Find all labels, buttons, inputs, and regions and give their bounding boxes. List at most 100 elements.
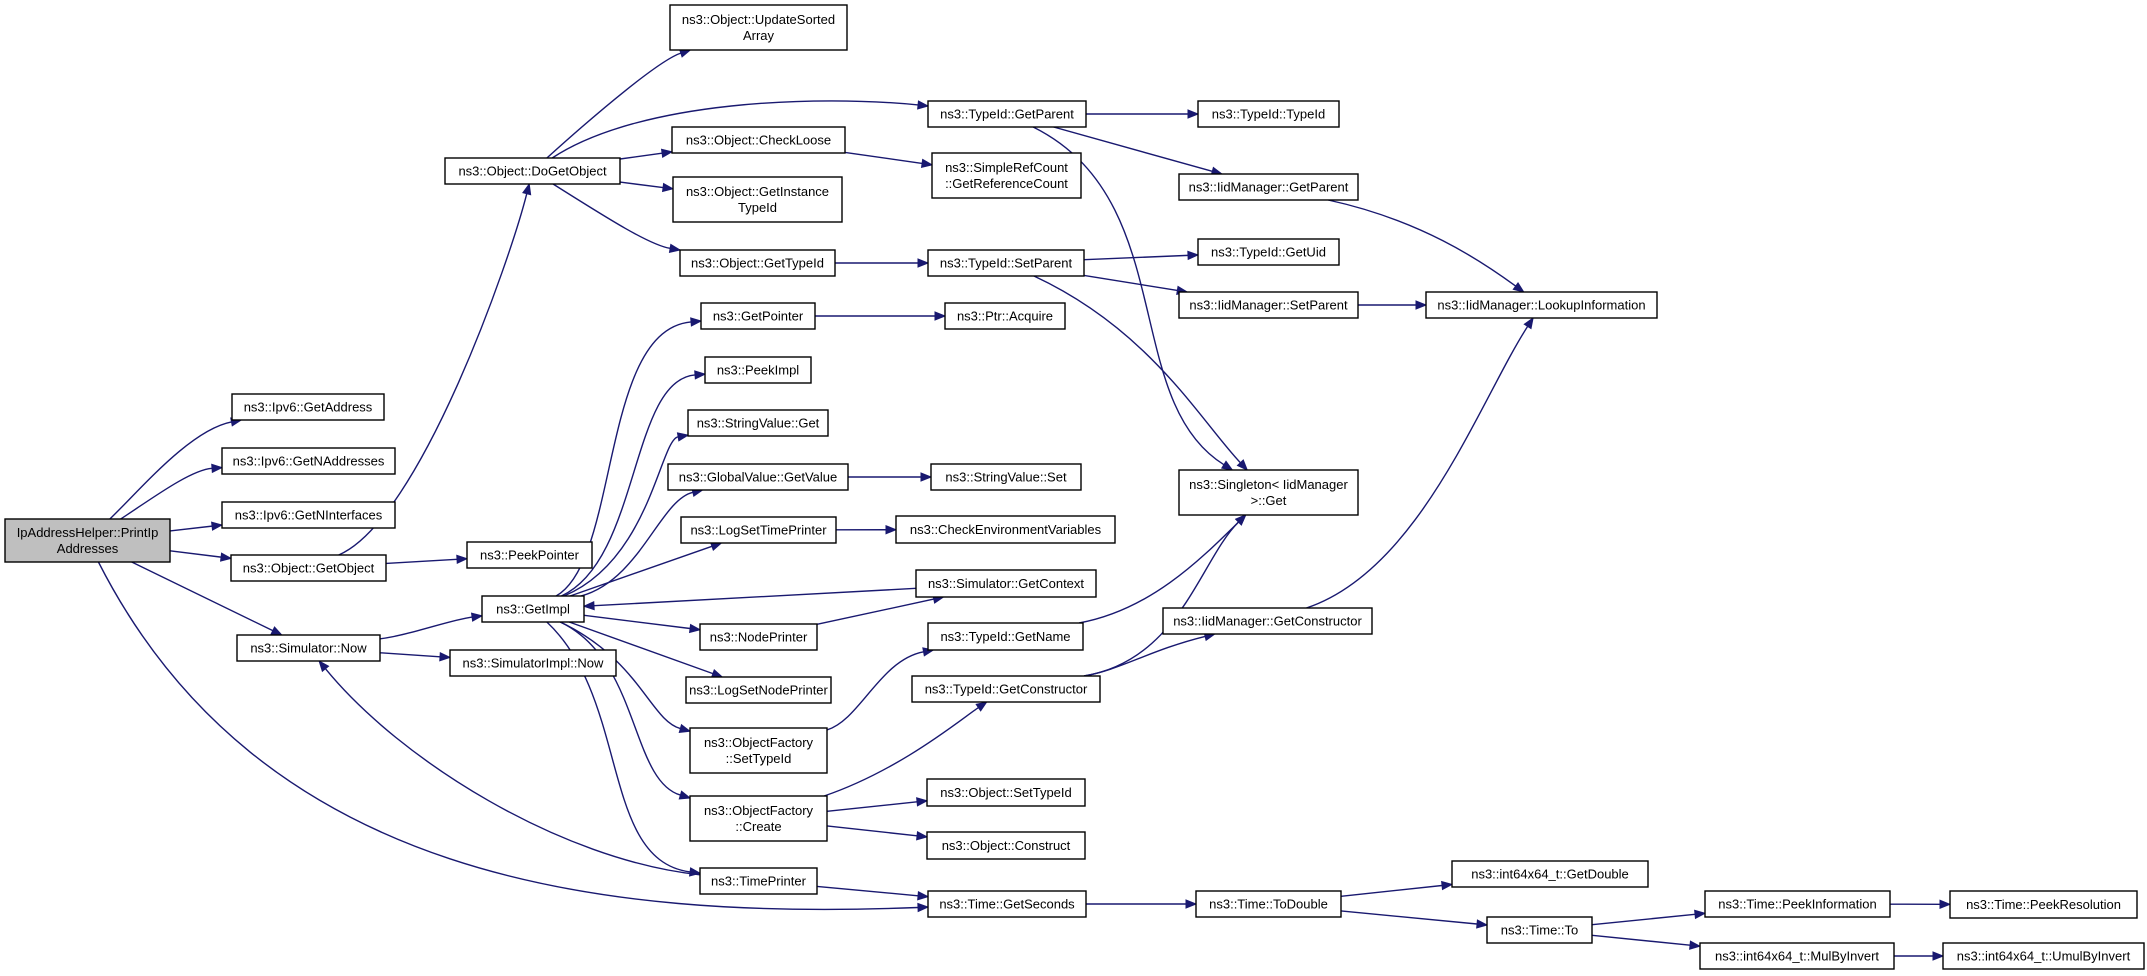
node-box[interactable] [1162, 607, 1373, 635]
node-srcgetref[interactable]: ns3::SimpleRefCount::GetReferenceCount [931, 152, 1082, 199]
node-box[interactable] [444, 157, 621, 185]
node-box[interactable] [680, 516, 837, 544]
node-timegetsec[interactable]: ns3::Time::GetSeconds [927, 890, 1087, 918]
node-tidtypeid[interactable]: ns3::TypeId::TypeId [1197, 100, 1340, 128]
node-box[interactable] [1704, 890, 1891, 918]
node-box[interactable] [1178, 469, 1359, 516]
node-box[interactable] [1178, 291, 1359, 319]
node-box[interactable] [704, 356, 812, 384]
node-checkenv[interactable]: ns3::CheckEnvironmentVariables [895, 515, 1116, 544]
node-dogetobject[interactable]: ns3::Object::DoGetObject [444, 157, 621, 185]
node-box[interactable] [927, 249, 1085, 277]
node-box[interactable] [1699, 942, 1895, 970]
node-box[interactable] [927, 622, 1084, 651]
node-box[interactable] [231, 393, 385, 421]
node-box[interactable] [687, 409, 829, 437]
node-i64getdouble[interactable]: ns3::int64x64_t::GetDouble [1451, 860, 1649, 888]
node-peekinfo[interactable]: ns3::Time::PeekInformation [1704, 890, 1891, 918]
node-box[interactable] [221, 447, 396, 475]
node-getimpl[interactable]: ns3::GetImpl [481, 595, 585, 623]
node-box[interactable] [1949, 890, 2138, 919]
node-box[interactable] [1942, 942, 2145, 970]
node-box[interactable] [685, 676, 832, 704]
node-getnaddr[interactable]: ns3::Ipv6::GetNAddresses [221, 447, 396, 475]
node-tidsetparent[interactable]: ns3::TypeId::SetParent [927, 249, 1085, 277]
node-box[interactable] [671, 126, 846, 154]
node-box[interactable] [1451, 860, 1649, 888]
node-box[interactable] [466, 541, 593, 569]
node-checkloose[interactable]: ns3::Object::CheckLoose [671, 126, 846, 154]
node-box[interactable] [679, 249, 836, 277]
node-strvalset[interactable]: ns3::StringValue::Set [930, 463, 1082, 491]
node-logsettime[interactable]: ns3::LogSetTimePrinter [680, 516, 837, 544]
node-box[interactable] [481, 595, 585, 623]
node-logsetnode[interactable]: ns3::LogSetNodePrinter [685, 676, 832, 704]
node-iidlookup[interactable]: ns3::IidManager::LookupInformation [1425, 291, 1658, 319]
node-i64umulbyinv[interactable]: ns3::int64x64_t::UmulByInvert [1942, 942, 2145, 970]
node-timeto[interactable]: ns3::Time::To [1486, 916, 1593, 944]
node-box[interactable] [1197, 238, 1340, 266]
node-simgetctx[interactable]: ns3::Simulator::GetContext [915, 569, 1097, 598]
node-box[interactable] [927, 100, 1087, 128]
node-box[interactable] [1486, 916, 1593, 944]
node-tidgetname[interactable]: ns3::TypeId::GetName [927, 622, 1084, 651]
node-box[interactable] [931, 152, 1082, 199]
node-box[interactable] [926, 831, 1086, 860]
node-getpointer[interactable]: ns3::GetPointer [700, 302, 816, 330]
node-box[interactable] [927, 890, 1087, 918]
node-box[interactable] [689, 727, 828, 774]
node-box[interactable] [672, 176, 843, 223]
node-box[interactable] [221, 501, 396, 529]
node-peekres[interactable]: ns3::Time::PeekResolution [1949, 890, 2138, 919]
node-tidgetparent[interactable]: ns3::TypeId::GetParent [927, 100, 1087, 128]
node-objconstruct[interactable]: ns3::Object::Construct [926, 831, 1086, 860]
node-box[interactable] [667, 463, 849, 491]
node-strvalget[interactable]: ns3::StringValue::Get [687, 409, 829, 437]
node-iidgetparent[interactable]: ns3::IidManager::GetParent [1178, 173, 1359, 201]
node-ptracquire[interactable]: ns3::Ptr::Acquire [944, 302, 1066, 330]
node-box[interactable] [700, 302, 816, 330]
node-box[interactable] [1178, 173, 1359, 201]
node-i64mulbyinv[interactable]: ns3::int64x64_t::MulByInvert [1699, 942, 1895, 970]
node-box[interactable] [915, 569, 1097, 598]
node-timetodouble[interactable]: ns3::Time::ToDouble [1195, 890, 1342, 918]
node-getaddr[interactable]: ns3::Ipv6::GetAddress [231, 393, 385, 421]
node-box[interactable] [4, 518, 171, 563]
node-box[interactable] [699, 623, 818, 651]
node-timeprinter[interactable]: ns3::TimePrinter [699, 867, 818, 895]
node-objgettid[interactable]: ns3::Object::GetTypeId [679, 249, 836, 277]
node-box[interactable] [449, 649, 617, 677]
node-box[interactable] [926, 778, 1086, 807]
node-gvgetvalue[interactable]: ns3::GlobalValue::GetValue [667, 463, 849, 491]
node-tidgetuid[interactable]: ns3::TypeId::GetUid [1197, 238, 1340, 266]
node-box[interactable] [699, 867, 818, 895]
node-iidsetparent[interactable]: ns3::IidManager::SetParent [1178, 291, 1359, 319]
node-box[interactable] [669, 4, 848, 51]
node-objsettid[interactable]: ns3::Object::SetTypeId [926, 778, 1086, 807]
node-box[interactable] [1195, 890, 1342, 918]
node-peekimpl[interactable]: ns3::PeekImpl [704, 356, 812, 384]
node-getnif[interactable]: ns3::Ipv6::GetNInterfaces [221, 501, 396, 529]
node-box[interactable] [230, 554, 387, 582]
node-iidgetctor[interactable]: ns3::IidManager::GetConstructor [1162, 607, 1373, 635]
node-box[interactable] [689, 795, 828, 842]
node-nodeprinter[interactable]: ns3::NodePrinter [699, 623, 818, 651]
node-box[interactable] [930, 463, 1082, 491]
node-simimplnow[interactable]: ns3::SimulatorImpl::Now [449, 649, 617, 677]
node-box[interactable] [911, 675, 1101, 703]
node-ofsettid[interactable]: ns3::ObjectFactory::SetTypeId [689, 727, 828, 774]
node-box[interactable] [236, 634, 381, 662]
node-box[interactable] [1197, 100, 1340, 128]
node-simnow[interactable]: ns3::Simulator::Now [236, 634, 381, 662]
node-tidgetctor[interactable]: ns3::TypeId::GetConstructor [911, 675, 1101, 703]
node-ofcreate[interactable]: ns3::ObjectFactory::Create [689, 795, 828, 842]
node-singleton[interactable]: ns3::Singleton< IidManager>::Get [1178, 469, 1359, 516]
node-peekpointer[interactable]: ns3::PeekPointer [466, 541, 593, 569]
node-box[interactable] [1425, 291, 1658, 319]
node-box[interactable] [895, 515, 1116, 544]
node-getobject[interactable]: ns3::Object::GetObject [230, 554, 387, 582]
node-box[interactable] [944, 302, 1066, 330]
